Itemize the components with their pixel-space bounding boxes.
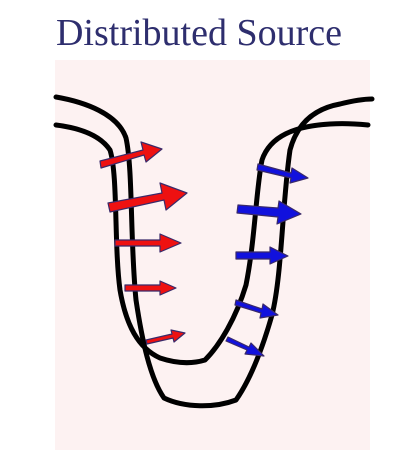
right-arrow-icon: [115, 234, 181, 252]
right-arrow-icon: [146, 330, 185, 344]
right-arrow-icon: [226, 337, 264, 356]
fold-inner-outline: [56, 124, 368, 363]
right-arrow-icon: [108, 183, 187, 212]
right-arrow-icon: [237, 201, 301, 224]
right-arrow-icon: [257, 164, 308, 183]
